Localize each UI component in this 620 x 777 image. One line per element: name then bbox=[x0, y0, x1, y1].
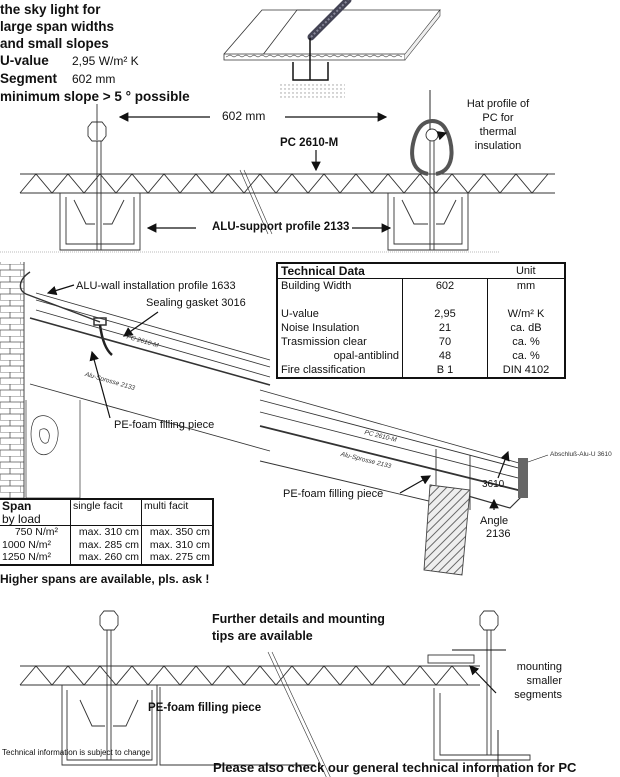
disclaimer: Technical information is subject to chan… bbox=[2, 748, 151, 757]
top-cross-section bbox=[0, 90, 555, 253]
side-section bbox=[0, 262, 528, 576]
side-arrows bbox=[46, 284, 549, 510]
span-header-text: Span bbox=[2, 499, 32, 513]
top-arrows bbox=[118, 112, 448, 233]
hat-line-3: thermal bbox=[479, 126, 517, 138]
tech-unit-header: Unit bbox=[487, 263, 565, 279]
tech-cell-name bbox=[277, 293, 403, 307]
span-note: Higher spans are available, pls. ask ! bbox=[0, 572, 210, 586]
tech-cell-value: 2,95 bbox=[402, 307, 488, 321]
tech-cell-name: Fire classification bbox=[281, 364, 366, 376]
details-line-2: tips are available bbox=[212, 629, 313, 643]
intro-uvalue-row: U-value 2,95 W/m² K bbox=[0, 52, 190, 70]
intro-line-1: the sky light for bbox=[0, 2, 101, 17]
segment-value: 602 mm bbox=[72, 72, 116, 86]
span-cell-single: max. 285 cm bbox=[70, 538, 142, 551]
span-header-multi: multi facit bbox=[140, 499, 213, 526]
footer-note: Please also check our general technical … bbox=[213, 760, 577, 775]
mounting-line-3: segments bbox=[514, 689, 562, 701]
tech-cell-unit: ca. % bbox=[487, 335, 565, 349]
tech-cell-value: B 1 bbox=[402, 363, 488, 378]
bottom-cross-section bbox=[19, 610, 531, 777]
tech-cell-name: opal-antiblind bbox=[333, 350, 399, 362]
wall-profile-label: ALU-wall installation profile 1633 bbox=[76, 280, 236, 292]
tech-cell-value: 602 bbox=[402, 278, 488, 293]
span-header-single: single facit bbox=[70, 499, 142, 526]
code-3610-label: 3610 bbox=[482, 479, 505, 490]
angle-label: Angle 2136 bbox=[480, 515, 510, 541]
hat-line-2: PC for bbox=[482, 112, 514, 124]
hat-line-4: insulation bbox=[474, 140, 522, 152]
span-cell-load: 1000 N/m² bbox=[2, 538, 52, 551]
slope-note: minimum slope > 5 ° possible bbox=[0, 89, 190, 104]
tech-cell-name: Building Width bbox=[281, 280, 352, 292]
intro-line-2: large span widths bbox=[0, 19, 115, 34]
foam-label-1: PE-foam filling piece bbox=[114, 419, 215, 431]
tech-cell-unit: ca. % bbox=[487, 349, 565, 363]
gasket-label: Sealing gasket 3016 bbox=[146, 297, 246, 309]
span-cell-load: 1250 N/m² bbox=[2, 551, 52, 563]
tech-cell-unit: DIN 4102 bbox=[487, 363, 565, 378]
span-cell-multi: max. 275 cm bbox=[140, 551, 213, 565]
tech-cell-value: 48 bbox=[402, 349, 488, 363]
hat-line-1: Hat profile of bbox=[466, 98, 530, 110]
mounting-line-2: smaller bbox=[526, 675, 562, 687]
mounting-line-1: mounting bbox=[516, 661, 562, 673]
intro-segment-row: Segment 602 mm bbox=[0, 70, 190, 88]
uvalue-label: U-value bbox=[0, 53, 49, 68]
tech-cell-unit bbox=[487, 293, 565, 307]
details-note: Further details and mounting tips are av… bbox=[212, 611, 385, 645]
tech-cell-value bbox=[402, 293, 488, 307]
bottom-foam-label: PE-foam filling piece bbox=[148, 702, 262, 714]
bottom-arrows bbox=[469, 665, 497, 694]
span-cell-multi: max. 350 cm bbox=[140, 525, 213, 539]
angle-line-1: Angle bbox=[480, 515, 509, 527]
tech-cell-name: Noise Insulation bbox=[281, 322, 360, 334]
dimension-label: 602 mm bbox=[222, 109, 266, 123]
end-profile-label: Abschluß-Alu-U 3610 bbox=[550, 451, 612, 458]
table-row bbox=[277, 293, 565, 307]
tech-cell-name: U-value bbox=[281, 308, 319, 320]
intro-line-3: and small slopes bbox=[0, 36, 109, 51]
span-cell-load: 750 N/m² bbox=[14, 526, 58, 538]
segment-label: Segment bbox=[0, 71, 58, 86]
tech-cell-unit: mm bbox=[487, 278, 565, 293]
panel-label: PC 2610-M bbox=[280, 137, 339, 149]
tech-cell-value: 21 bbox=[402, 321, 488, 335]
tech-cell-value: 70 bbox=[402, 335, 488, 349]
iso-panel-illustration bbox=[223, 0, 441, 98]
tech-cell-name: Trasmission clear bbox=[281, 336, 367, 348]
tech-title: Technical Data bbox=[277, 263, 488, 279]
span-cell-single: max. 260 cm bbox=[70, 551, 142, 565]
mounting-label: mounting smaller segments bbox=[512, 660, 562, 702]
tech-cell-unit: W/m² K bbox=[487, 307, 565, 321]
span-cell-multi: max. 310 cm bbox=[140, 538, 213, 551]
foam-label-2: PE-foam filling piece bbox=[283, 488, 384, 500]
uvalue-value: 2,95 W/m² K bbox=[72, 54, 139, 68]
tech-cell-unit: ca. dB bbox=[487, 321, 565, 335]
hat-profile-label: Hat profile of PC for thermal insulation bbox=[463, 97, 533, 153]
support-label: ALU-support profile 2133 bbox=[212, 221, 350, 233]
tech-header-row: Technical Data Unit bbox=[277, 263, 565, 279]
angle-line-2: 2136 bbox=[486, 528, 511, 540]
details-line-1: Further details and mounting bbox=[212, 612, 385, 626]
span-cell-single: max. 310 cm bbox=[70, 525, 142, 539]
intro-block: the sky light for large span widths and … bbox=[0, 1, 190, 105]
span-subheader: by load bbox=[2, 511, 41, 526]
